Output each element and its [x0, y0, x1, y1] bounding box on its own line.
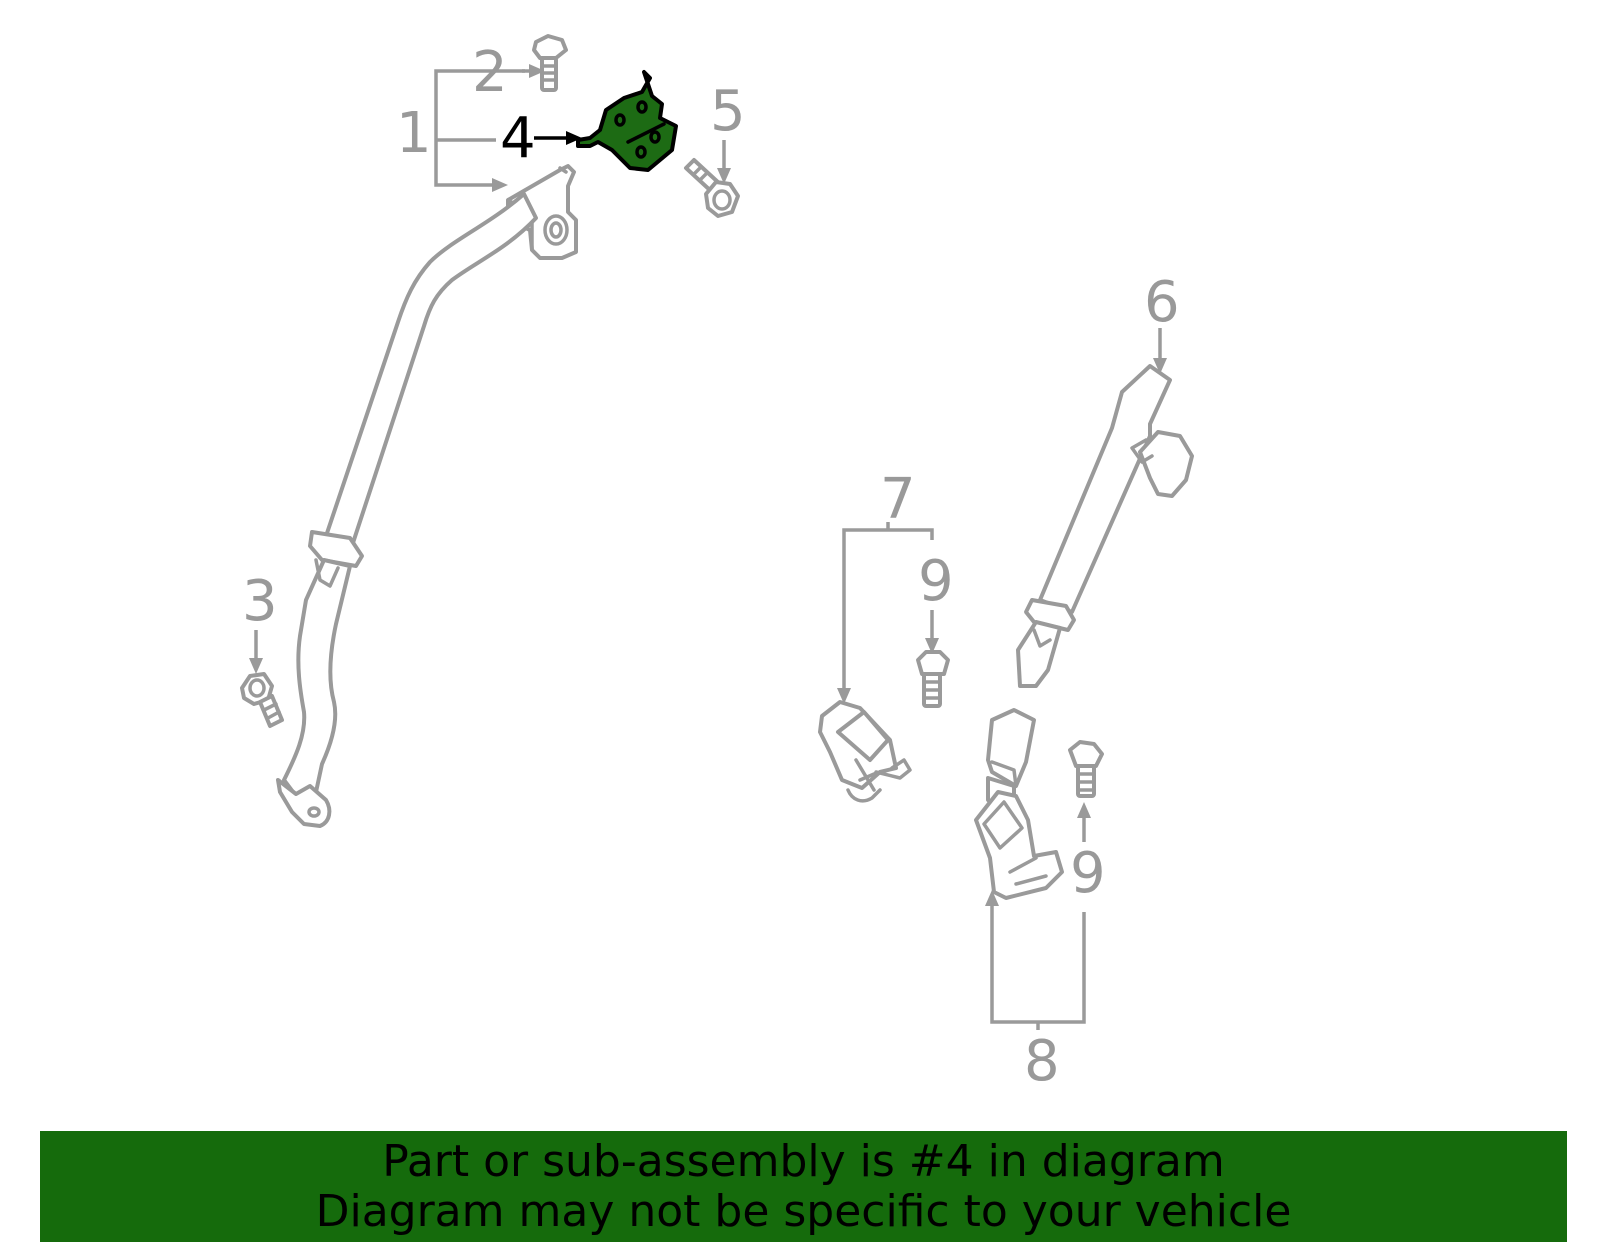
callout-6: 6 — [1144, 270, 1180, 335]
callout-4: 4 — [500, 106, 536, 171]
callout-8-leader — [985, 890, 1086, 1030]
callout-4-leader — [534, 131, 582, 145]
callout-6-leader — [1153, 328, 1167, 374]
callout-3: 3 — [242, 569, 278, 634]
buckle-7 — [818, 700, 912, 803]
callout-7: 7 — [880, 467, 916, 532]
callout-5-leader — [717, 140, 731, 184]
info-banner: Part or sub-assembly is #4 in diagram Di… — [40, 1131, 1567, 1242]
callout-3-leader — [249, 630, 263, 674]
bolt-9-upper — [916, 650, 950, 708]
callout-9-upper: 9 — [918, 549, 954, 614]
callout-1: 1 — [396, 101, 432, 166]
callout-1-leader — [434, 64, 545, 192]
seat-belt-6 — [1016, 364, 1194, 688]
bolt-9-lower — [1068, 740, 1104, 798]
seat-belt-1 — [276, 164, 578, 828]
part-4-highlighted — [576, 70, 678, 172]
callout-8: 8 — [1024, 1029, 1060, 1094]
banner-line-1: Part or sub-assembly is #4 in diagram — [382, 1135, 1225, 1187]
buckle-8 — [974, 708, 1064, 900]
callout-9-lower-leader — [1077, 802, 1091, 842]
banner-line-2: Diagram may not be specific to your vehi… — [315, 1185, 1292, 1237]
bolt-3 — [240, 672, 284, 728]
callout-5: 5 — [710, 79, 746, 144]
callout-2: 2 — [472, 40, 508, 105]
callout-7-leader — [837, 522, 934, 704]
bolt-5 — [684, 158, 740, 218]
callout-9-lower: 9 — [1070, 841, 1106, 906]
callout-9-upper-leader — [925, 610, 939, 654]
bolt-2 — [532, 34, 568, 92]
